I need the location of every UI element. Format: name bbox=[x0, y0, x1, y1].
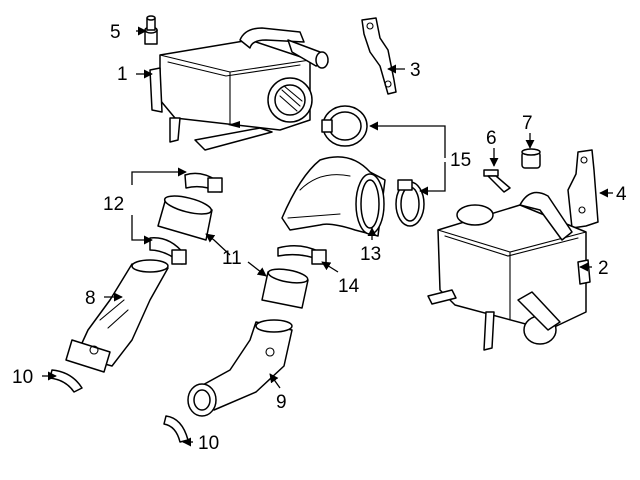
cap-part-7 bbox=[521, 148, 541, 169]
callout-10-upper: 10 bbox=[12, 367, 33, 388]
callouts: 1 2 3 4 5 6 7 8 9 10 10 11 12 13 14 15 bbox=[12, 22, 627, 454]
callout-1: 1 bbox=[117, 64, 128, 85]
callout-7: 7 bbox=[522, 113, 533, 134]
duct-part-9 bbox=[187, 319, 293, 417]
callout-13: 13 bbox=[360, 244, 381, 265]
intercooler-right bbox=[427, 191, 591, 351]
callout-10-lower: 10 bbox=[198, 433, 219, 454]
callout-2: 2 bbox=[598, 258, 609, 279]
leader-14 bbox=[321, 261, 339, 273]
clamp-part-12-upper bbox=[184, 172, 223, 193]
duct-part-8 bbox=[65, 259, 169, 373]
elbow-duct-part-13 bbox=[281, 156, 386, 237]
callout-5: 5 bbox=[110, 22, 121, 43]
leader-11-upper bbox=[205, 233, 231, 256]
leader-12-upper bbox=[131, 167, 187, 185]
callout-11: 11 bbox=[222, 248, 242, 269]
callout-14: 14 bbox=[338, 276, 360, 297]
clamp-part-14 bbox=[277, 245, 327, 265]
leader-11-lower bbox=[247, 261, 267, 277]
leader-12-lower bbox=[131, 215, 153, 245]
sleeve-part-11-upper bbox=[157, 195, 213, 241]
ring-part-10-lower bbox=[163, 415, 189, 443]
leader-lines bbox=[42, 26, 613, 447]
callout-12: 12 bbox=[103, 194, 124, 215]
coupler-part-15 bbox=[321, 105, 368, 147]
sensor-part-5 bbox=[144, 15, 158, 45]
bolt-part-6 bbox=[483, 169, 511, 193]
intercooler-left bbox=[149, 27, 329, 151]
leader-15-lower bbox=[419, 162, 446, 196]
clamp-part-15-lower bbox=[395, 179, 425, 227]
callout-6: 6 bbox=[486, 128, 497, 149]
sleeve-part-11-lower bbox=[261, 268, 309, 309]
callout-3: 3 bbox=[410, 60, 421, 81]
bracket-part-4 bbox=[567, 149, 599, 229]
leader-9 bbox=[269, 373, 281, 389]
callout-15: 15 bbox=[450, 150, 471, 171]
leader-15-upper bbox=[369, 121, 446, 158]
callout-8: 8 bbox=[85, 288, 96, 309]
callout-4: 4 bbox=[616, 184, 627, 205]
clamp-part-12-lower bbox=[149, 237, 187, 265]
ring-part-10-upper bbox=[49, 369, 83, 393]
bracket-part-3 bbox=[361, 17, 397, 95]
callout-9: 9 bbox=[276, 392, 287, 413]
